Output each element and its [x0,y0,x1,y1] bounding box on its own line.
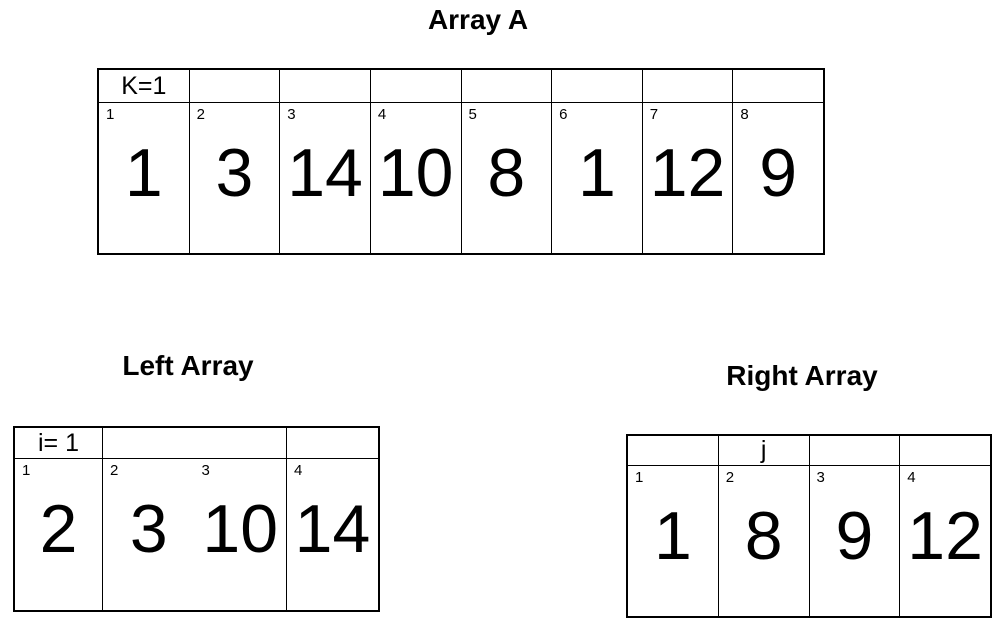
cell-index-label: 2 [110,462,119,479]
header-cell-empty [280,70,371,102]
cell-value: 1 [124,135,163,211]
header-cell-empty [552,70,643,102]
cell-index-label: 1 [106,106,115,123]
array-a-cell: 3 14 [280,103,371,253]
cell-index-label: 8 [740,106,749,123]
cell-index-label: 3 [816,469,825,486]
cell-value: 3 [129,491,168,567]
left-array-cell: 4 14 [287,459,378,610]
header-cell-empty [371,70,462,102]
array-a-data-row: 1 1 2 3 3 14 4 10 5 8 6 1 7 12 8 9 [99,103,823,253]
header-cell-empty [900,436,990,465]
cell-index-label: 3 [287,106,296,123]
cell-index-label: 3 [201,462,210,479]
header-cell-empty [628,436,719,465]
left-array-table: i= 1 1 2 2 3 3 10 4 14 [13,426,380,612]
k-pointer-label: K=1 [121,71,167,100]
array-a-cell: 5 8 [462,103,553,253]
cell-value: 12 [907,498,983,574]
cell-index-label: 2 [196,106,205,123]
cell-value: 10 [202,491,279,567]
header-cell-empty [190,70,281,102]
array-a-cell: 4 10 [371,103,462,253]
i-pointer-label: i= 1 [37,428,79,457]
cell-index-label: 2 [725,469,735,486]
left-array-data-row: 1 2 2 3 3 10 4 14 [15,459,378,610]
j-pointer-cell: j [719,436,810,465]
header-cell-empty [643,70,734,102]
right-array-table: j 1 1 2 8 3 9 4 12 [626,434,992,618]
k-pointer-cell: K=1 [99,70,190,102]
cell-index-label: 4 [377,106,387,123]
cell-value: 9 [759,135,798,211]
left-array-cell: 1 2 [15,459,103,610]
left-array-title: Left Array [122,350,254,381]
cell-value: 1 [578,135,616,211]
right-array-cell: 4 12 [900,466,990,616]
right-array-data-row: 1 1 2 8 3 9 4 12 [628,466,990,616]
header-cell-empty [103,428,287,458]
header-cell-empty [462,70,553,102]
right-array-title: Right Array [726,360,878,391]
right-array-cell: 1 1 [628,466,719,616]
header-cell-empty [810,436,901,465]
cell-index-label: 6 [559,106,568,123]
cell-index-label: 1 [22,462,31,479]
cell-index-label: 1 [635,469,644,486]
cell-value: 14 [287,135,363,211]
array-a-cell: 2 3 [190,103,281,253]
cell-index-label: 4 [907,469,916,486]
cell-value: 10 [377,135,454,211]
left-array-cell: 3 10 [195,459,287,610]
cell-value: 1 [653,498,692,574]
array-a-cell: 1 1 [99,103,190,253]
right-array-cell: 2 8 [719,466,810,616]
left-array-cell: 2 3 [103,459,195,610]
cell-index-label: 4 [294,462,303,479]
array-a-header-row: K=1 [99,70,823,103]
header-cell-empty [733,70,823,102]
array-a-cell: 8 9 [733,103,823,253]
left-array-merged-cell: 2 3 3 10 [103,459,287,610]
j-pointer-label: j [760,436,767,464]
array-a-cell: 7 12 [643,103,734,253]
array-a-cell: 6 1 [552,103,643,253]
left-array-header-row: i= 1 [15,428,378,459]
header-cell-empty [287,428,378,458]
cell-value: 14 [294,491,371,567]
right-array-cell: 3 9 [810,466,901,616]
cell-value: 9 [835,498,874,574]
cell-value: 8 [744,498,783,574]
right-array-header-row: j [628,436,990,466]
cell-value: 3 [215,135,254,211]
array-a-table: K=1 1 1 2 3 3 14 4 10 5 8 6 [97,68,825,255]
array-a-title: Array A [427,4,529,35]
cell-value: 2 [39,491,78,567]
i-pointer-cell: i= 1 [15,428,103,458]
cell-index-label: 7 [649,106,659,123]
cell-index-label: 5 [468,106,477,123]
cell-value: 12 [649,135,726,211]
cell-value: 8 [487,135,526,211]
